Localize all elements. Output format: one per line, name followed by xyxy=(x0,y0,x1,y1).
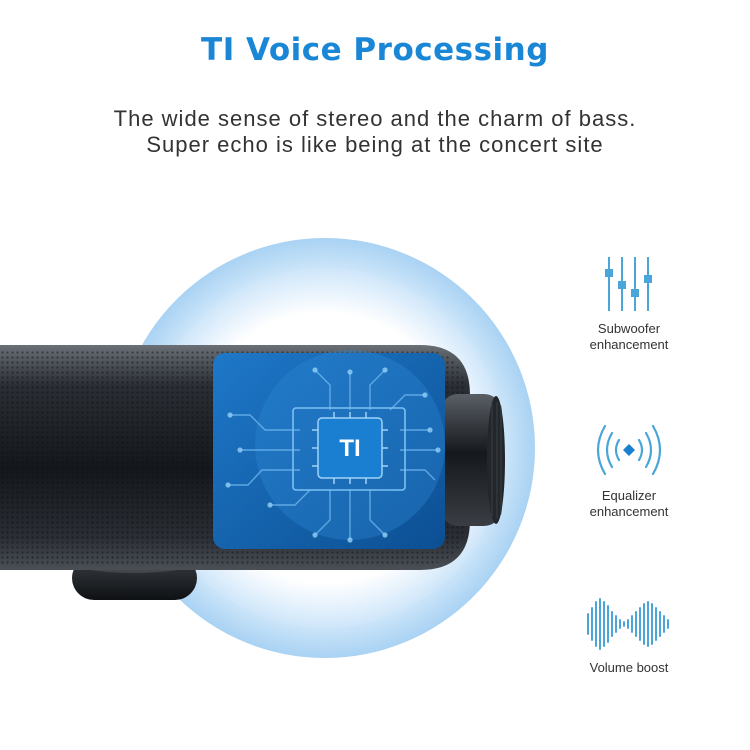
feature-equalizer: Equalizer enhancement xyxy=(559,420,699,520)
sound-waves-icon xyxy=(596,424,662,476)
feature-label-line-1: Equalizer xyxy=(601,488,657,503)
feature-label-line-1: Subwoofer xyxy=(597,321,661,336)
subtitle: The wide sense of stereo and the charm o… xyxy=(0,106,750,158)
speaker-end-cap xyxy=(440,394,502,526)
chip-label: TI xyxy=(339,435,360,462)
feature-subwoofer: Subwoofer enhancement xyxy=(559,255,699,353)
equalizer-sliders-icon xyxy=(605,257,652,311)
feature-label-line-2: enhancement xyxy=(589,504,669,519)
feature-label-line-2: enhancement xyxy=(589,337,669,352)
feature-label-line-1: Volume boost xyxy=(589,660,669,675)
chip-outline xyxy=(292,407,406,491)
subtitle-line-1: The wide sense of stereo and the charm o… xyxy=(113,106,637,131)
page-title: TI Voice Processing xyxy=(201,32,549,68)
subtitle-line-2: Super echo is like being at the concert … xyxy=(146,132,604,157)
feature-volume-boost: Volume boost xyxy=(559,596,699,676)
waveform-icon xyxy=(587,598,669,650)
